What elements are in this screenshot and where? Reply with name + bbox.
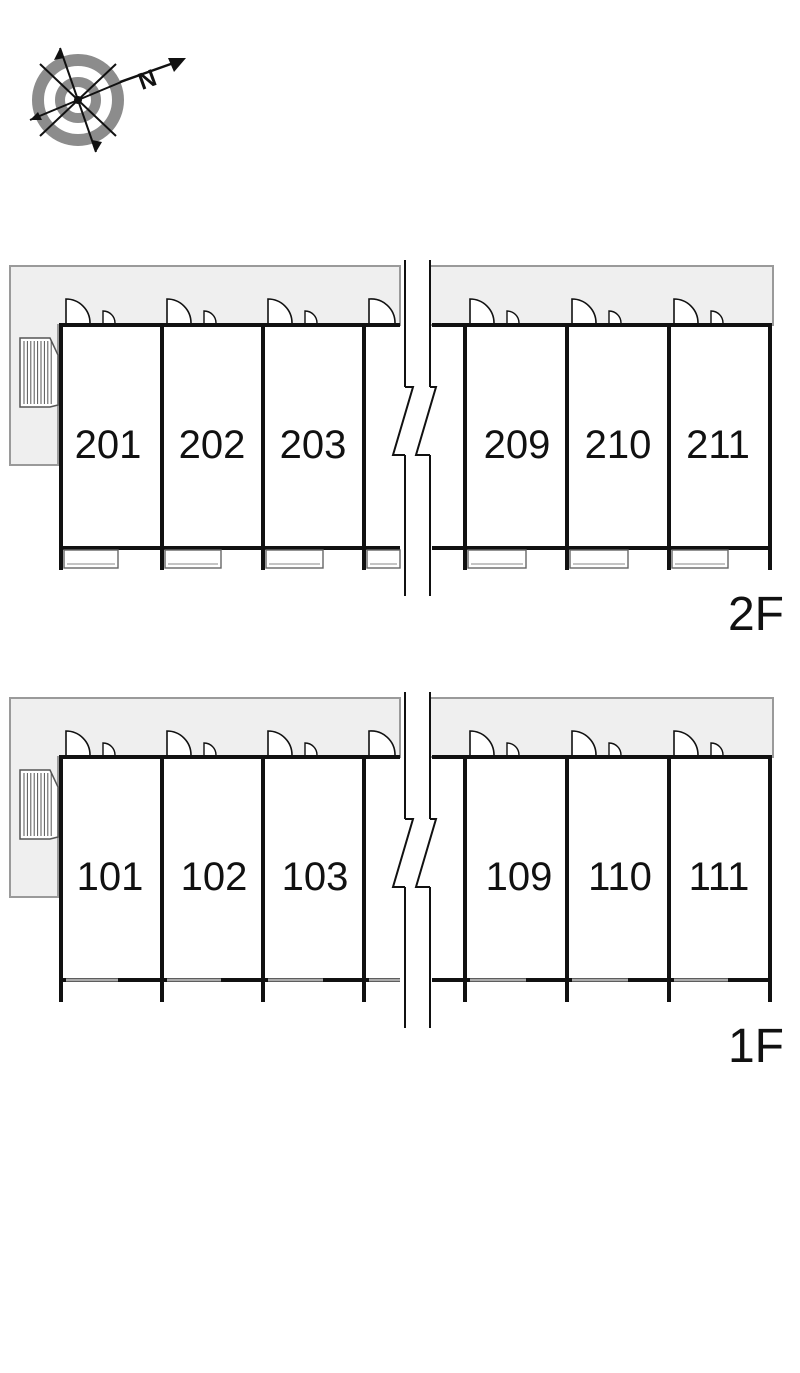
unit-label: 103 xyxy=(282,855,349,899)
unit-label: 110 xyxy=(588,855,652,899)
unit-label: 111 xyxy=(689,855,750,899)
unit-label: 211 xyxy=(686,423,750,467)
floor-label: 1F xyxy=(728,1020,784,1073)
break-line xyxy=(391,818,415,888)
break-line xyxy=(414,386,438,456)
stair-outline xyxy=(19,337,59,408)
window-icon xyxy=(506,310,520,324)
compass-icon: N xyxy=(29,47,186,153)
door-icon xyxy=(65,298,91,324)
door-icon xyxy=(571,730,597,756)
floor-structure xyxy=(9,260,774,602)
door-icon xyxy=(267,730,293,756)
unit-label: 209 xyxy=(484,423,551,467)
break-gap xyxy=(405,260,430,602)
break-line xyxy=(414,818,438,888)
floor-structure xyxy=(9,692,774,1034)
door-icon xyxy=(673,298,699,324)
window-icon xyxy=(506,742,520,756)
window-icon xyxy=(710,310,724,324)
unit-label: 102 xyxy=(181,855,248,899)
balcony xyxy=(569,549,629,569)
door-icon xyxy=(166,298,192,324)
unit-label: 210 xyxy=(585,423,652,467)
unit-labels: 101 102 103 109 110 111 xyxy=(77,855,750,899)
break-line xyxy=(391,386,415,456)
unit-label: 203 xyxy=(280,423,347,467)
balcony xyxy=(265,549,324,569)
window-icon xyxy=(304,310,318,324)
unit-label: 202 xyxy=(179,423,246,467)
door-icon xyxy=(368,298,396,324)
unit-labels: 201 202 203 209 210 211 xyxy=(75,423,750,467)
door-icon xyxy=(368,730,396,756)
unit-label: 101 xyxy=(77,855,144,899)
door-icon xyxy=(166,730,192,756)
window-icon xyxy=(203,310,217,324)
door-icon xyxy=(571,298,597,324)
balcony xyxy=(164,549,222,569)
floor-1f: 101 102 103 109 110 111 1F xyxy=(9,692,784,1073)
stair-outline xyxy=(19,769,59,840)
window-icon xyxy=(304,742,318,756)
window-icon xyxy=(102,310,116,324)
staircase-icon xyxy=(19,337,59,408)
window-icon xyxy=(102,742,116,756)
door-icon xyxy=(469,298,495,324)
balcony xyxy=(671,549,729,569)
balcony xyxy=(467,549,527,569)
balcony xyxy=(63,549,119,569)
floor-2f: 201 202 203 209 210 211 2F xyxy=(9,260,784,641)
door-icon xyxy=(267,298,293,324)
window-icon xyxy=(608,742,622,756)
floor-label: 2F xyxy=(728,588,784,641)
balcony xyxy=(366,549,401,569)
staircase-icon xyxy=(19,769,59,840)
break-gap xyxy=(405,692,430,1034)
unit-label: 201 xyxy=(75,423,142,467)
door-icon xyxy=(673,730,699,756)
unit-label: 109 xyxy=(486,855,553,899)
door-icon xyxy=(469,730,495,756)
door-icon xyxy=(65,730,91,756)
window-icon xyxy=(710,742,724,756)
window-icon xyxy=(203,742,217,756)
window-icon xyxy=(608,310,622,324)
